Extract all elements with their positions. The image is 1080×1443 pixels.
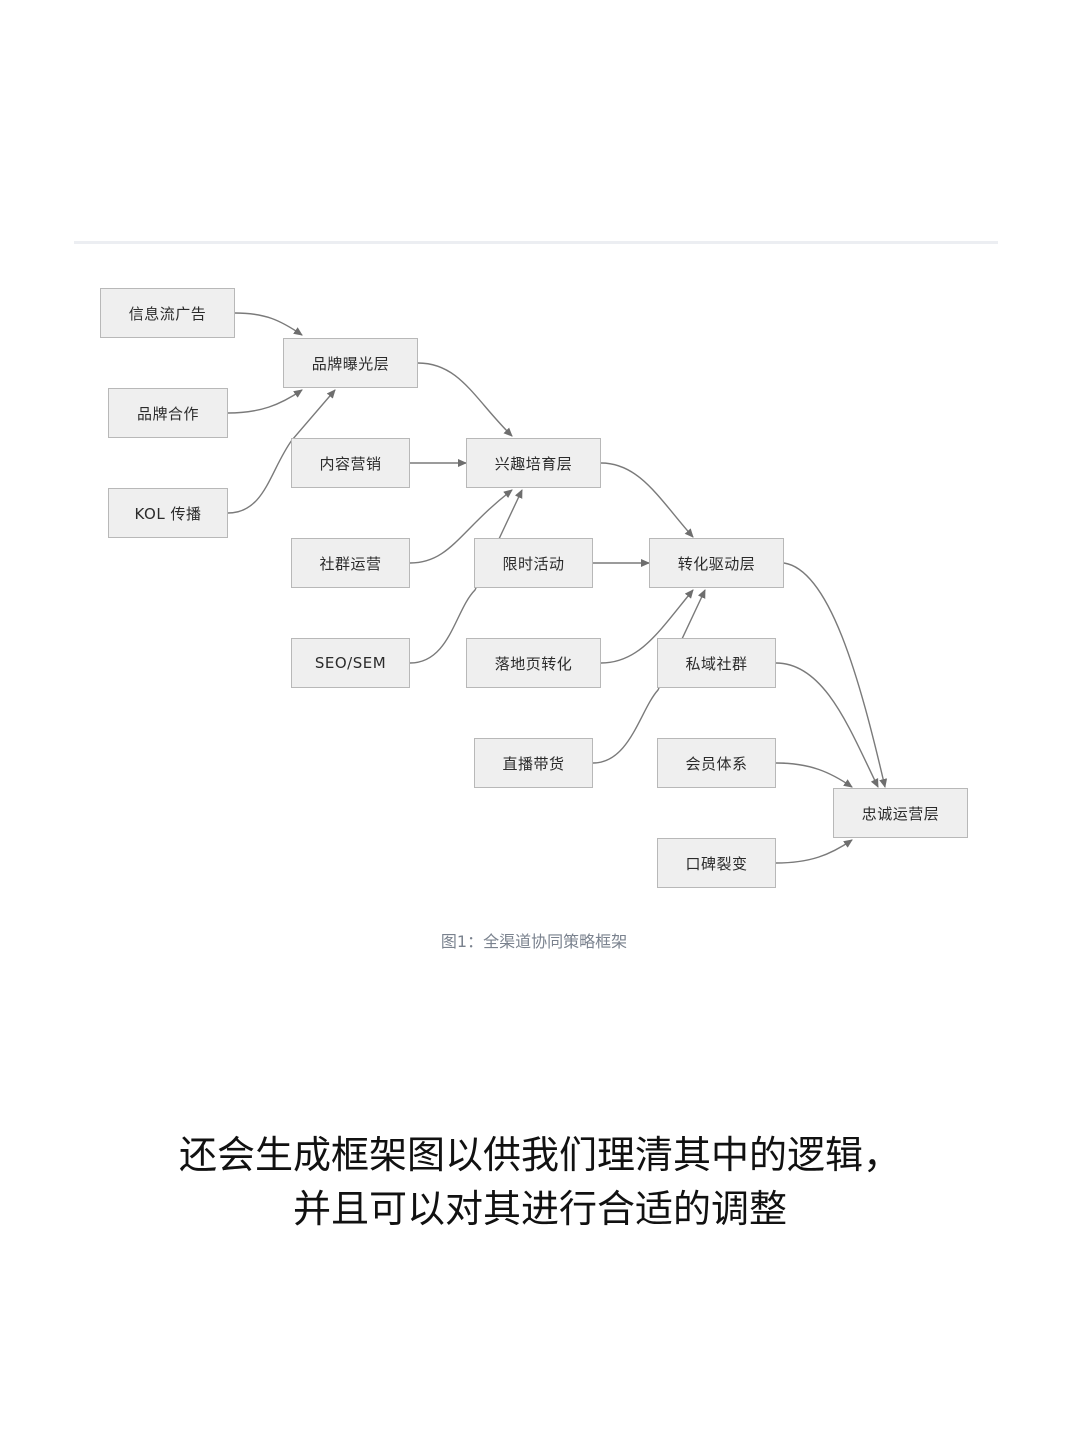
edge-xingqu-to-zhuanhua	[600, 462, 694, 538]
edge-siyu-to-zhongcheng	[775, 662, 879, 788]
node-conversion-layer: 转化驱动层	[649, 538, 784, 588]
node-private-community: 私域社群	[657, 638, 776, 688]
node-landing-page: 落地页转化	[466, 638, 601, 688]
node-brand-exposure-layer: 品牌曝光层	[283, 338, 418, 388]
node-word-of-mouth: 口碑裂变	[657, 838, 776, 888]
edge-pinpai-baoguang-to-xingqu	[417, 362, 513, 437]
edge-pinpai-hezuo-to-pinpai-baoguang	[227, 389, 303, 414]
node-kol-spread: KOL 传播	[108, 488, 228, 538]
subtitle-line-1: 还会生成框架图以供我们理清其中的逻辑，	[178, 1133, 901, 1177]
edge-zhuanhua-to-zhongcheng	[783, 562, 888, 788]
figure-caption: 图1：全渠道协同策略框架	[440, 932, 628, 951]
node-seo-sem: SEO/SEM	[291, 638, 410, 688]
subtitle-line-2: 并且可以对其进行合适的调整	[292, 1187, 787, 1231]
edge-zhibo-to-zhuanhua	[592, 589, 706, 764]
node-live-commerce: 直播带货	[474, 738, 593, 788]
edge-shequn-to-xingqu	[409, 489, 513, 564]
edge-kol-to-pinpai-baoguang	[227, 389, 336, 514]
edge-huiyuan-to-zhongcheng	[775, 762, 853, 788]
edge-seo-to-xingqu	[409, 489, 523, 664]
node-interest-layer: 兴趣培育层	[466, 438, 601, 488]
edge-xinxiliu-to-pinpai-baoguang	[234, 312, 303, 336]
node-content-marketing: 内容营销	[291, 438, 410, 488]
node-membership: 会员体系	[657, 738, 776, 788]
diagram-edges	[227, 312, 888, 864]
node-loyalty-layer: 忠诚运营层	[833, 788, 968, 838]
edge-koubei-to-zhongcheng	[775, 839, 853, 864]
node-brand-cooperation: 品牌合作	[108, 388, 228, 438]
edge-luodiye-to-zhuanhua	[600, 589, 694, 664]
divider-line	[74, 241, 998, 244]
node-info-flow-ads: 信息流广告	[100, 288, 235, 338]
strategy-framework-diagram: 信息流广告 品牌合作 KOL 传播 品牌曝光层 内容营销 社群运营 SEO/SE…	[100, 288, 968, 951]
node-community-ops: 社群运营	[291, 538, 410, 588]
node-limited-events: 限时活动	[474, 538, 593, 588]
